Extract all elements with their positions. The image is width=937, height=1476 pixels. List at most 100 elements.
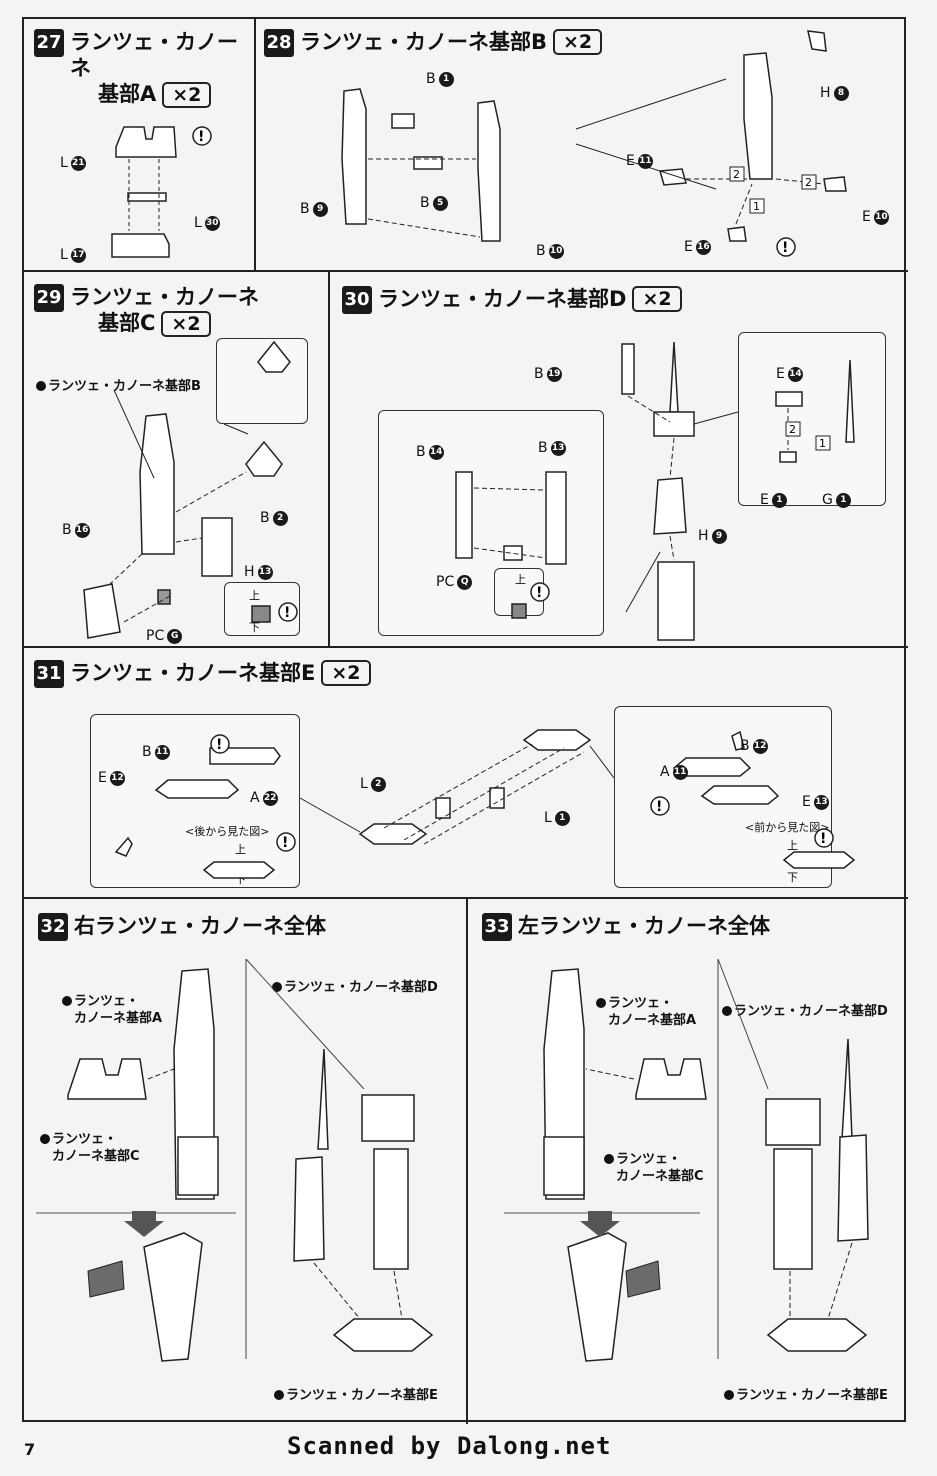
step-27-number: 27: [34, 29, 64, 57]
step-31-number: 31: [34, 660, 64, 688]
step-33-diagram: [504, 958, 869, 1362]
svg-text:!: !: [282, 835, 288, 851]
scan-credit: Scanned by Dalong.net: [287, 1432, 612, 1460]
step-33-panel: 33 左ランツェ・カノーネ全体 ランツェ・カノーネ基部A ランツェ・カノーネ基部…: [468, 899, 908, 1424]
svg-text:2: 2: [805, 176, 812, 189]
step-32-panel: 32 右ランツェ・カノーネ全体 ランツェ・カノーネ基部A ランツェ・カノーネ基部…: [24, 899, 468, 1424]
step-31-qty: ×2: [321, 660, 371, 686]
step-33-note-c: ランツェ・カノーネ基部C: [604, 1151, 704, 1185]
svg-text:!: !: [656, 799, 662, 815]
step-29-ref-note: ランツェ・カノーネ基部B: [36, 378, 201, 395]
front-view-caption: <前から見た図>: [745, 821, 830, 834]
step-30-number: 30: [342, 286, 372, 314]
step-29-panel: 29 ランツェ・カノーネ 基部C×2 ランツェ・カノーネ基部B 上 下: [24, 272, 330, 648]
step-32-number: 32: [38, 913, 68, 941]
step-32-header: 32 右ランツェ・カノーネ全体: [38, 913, 326, 941]
step-33-header: 33 左ランツェ・カノーネ全体: [482, 913, 770, 941]
step-31-diagram: ! ! ! !: [114, 729, 856, 879]
step-33-note-d: ランツェ・カノーネ基部D: [722, 1003, 888, 1020]
step-31-title: ランツェ・カノーネ基部E: [70, 661, 316, 685]
svg-text:!: !: [782, 240, 788, 256]
svg-text:1: 1: [819, 437, 826, 450]
step-27-header: 27 ランツェ・カノーネ 基部A×2: [34, 29, 254, 108]
step-29-title-line2: 基部C: [98, 311, 156, 335]
step-27-title-line1: ランツェ・カノーネ: [70, 30, 238, 80]
step-29-detail-inset: [216, 338, 308, 424]
step-32-title: 右ランツェ・カノーネ全体: [74, 914, 326, 938]
step-28-qty: ×2: [553, 29, 603, 55]
back-view-caption: <後から見た図>: [185, 825, 270, 838]
page-number: 7: [24, 1440, 36, 1459]
step-31-header: 31 ランツェ・カノーネ基部E ×2: [34, 660, 371, 688]
step-30-qty: ×2: [632, 286, 682, 312]
step-30-panel: 30 ランツェ・カノーネ基部D ×2 上: [330, 272, 908, 648]
step-27-qty: ×2: [162, 82, 212, 108]
step-27-diagram: !: [111, 126, 212, 258]
step-28-header: 28 ランツェ・カノーネ基部B ×2: [264, 29, 603, 57]
step-33-note-a: ランツェ・カノーネ基部A: [596, 995, 696, 1029]
step-31-panel: 31 ランツェ・カノーネ基部E ×2 <後から見た図> 上 下 <前から見た図>…: [24, 648, 908, 899]
svg-text:!: !: [536, 585, 542, 601]
step-29-qty: ×2: [161, 311, 211, 337]
svg-text:2: 2: [789, 423, 796, 436]
step-28-panel: 28 ランツェ・カノーネ基部B ×2: [256, 19, 908, 272]
svg-text:!: !: [284, 605, 290, 621]
step-28-number: 28: [264, 29, 294, 57]
step-33-title: 左ランツェ・カノーネ全体: [518, 914, 770, 938]
step-30-title: ランツェ・カノーネ基部D: [378, 287, 627, 311]
step-28-diagram: 2 2 1 !: [341, 30, 847, 257]
step-32-diagram: [36, 958, 434, 1362]
step-29-title-line1: ランツェ・カノーネ: [70, 285, 259, 309]
svg-text:!: !: [216, 737, 222, 753]
step-29-number: 29: [34, 284, 64, 312]
step-32-note-d: ランツェ・カノーネ基部D: [272, 979, 438, 996]
step-33-note-e: ランツェ・カノーネ基部E: [724, 1387, 888, 1404]
svg-text:!: !: [198, 129, 204, 145]
step-32-note-a: ランツェ・カノーネ基部A: [62, 993, 162, 1027]
step-32-note-e: ランツェ・カノーネ基部E: [274, 1387, 438, 1404]
svg-text:!: !: [820, 831, 826, 847]
step-28-title: ランツェ・カノーネ基部B: [300, 30, 548, 54]
step-29-header: 29 ランツェ・カノーネ 基部C×2: [34, 284, 259, 337]
step-30-header: 30 ランツェ・カノーネ基部D ×2: [342, 286, 682, 314]
svg-text:1: 1: [753, 200, 760, 213]
step-33-number: 33: [482, 913, 512, 941]
step-30-diagram: 2 1 !: [455, 341, 855, 641]
step-32-note-c: ランツェ・カノーネ基部C: [40, 1131, 140, 1165]
svg-text:2: 2: [733, 168, 740, 181]
step-30-right-inset: [738, 332, 886, 506]
step-27-title-line2: 基部A: [98, 82, 157, 106]
